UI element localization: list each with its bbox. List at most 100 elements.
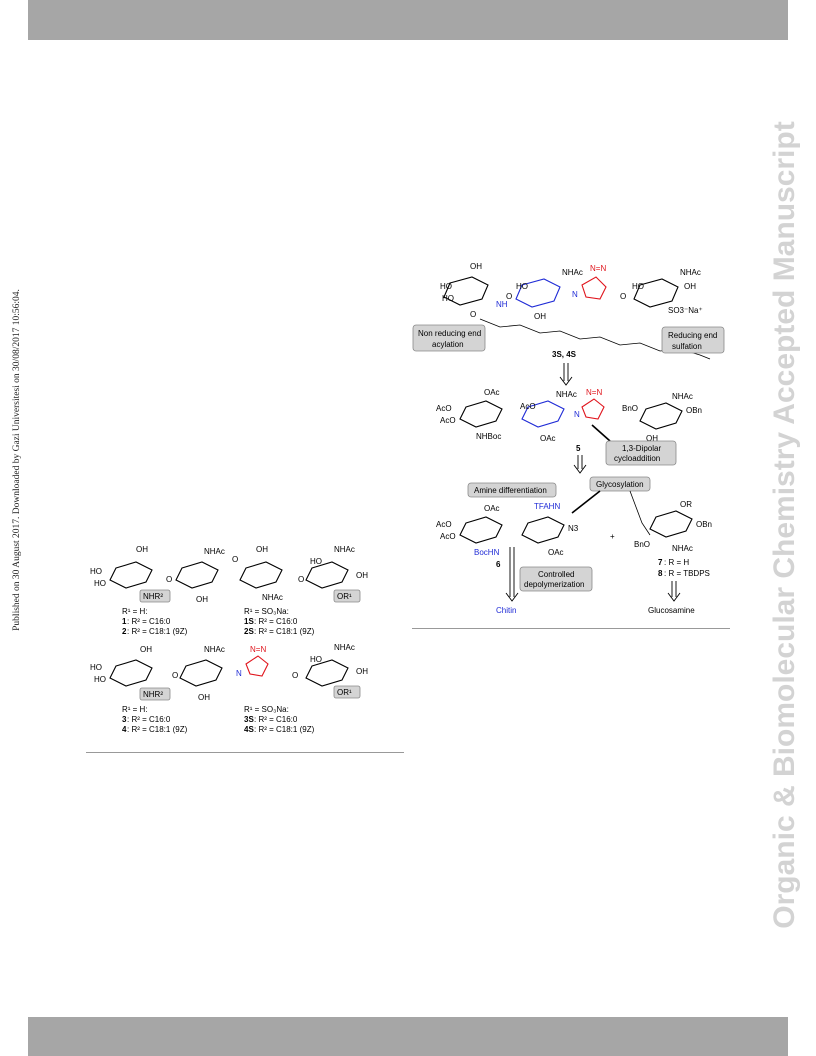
svg-text:3S, 4S: 3S, 4S: [552, 350, 577, 359]
svg-text:AcO: AcO: [520, 402, 536, 411]
svg-text:HO: HO: [440, 282, 452, 291]
svg-text:OR¹: OR¹: [337, 688, 352, 697]
svg-text:NHAc: NHAc: [680, 268, 701, 277]
triazole-analogue-3-4: OH HO HO NHR² NHAc O OH N=N N O NHAc HO …: [90, 643, 368, 702]
header-bar: [28, 0, 788, 40]
footer-bar: [28, 1017, 788, 1056]
svg-text:OAc: OAc: [540, 434, 556, 443]
glycosylation-box: [589, 476, 651, 492]
svg-text:N: N: [574, 410, 580, 419]
target-molecule-3s-4s: OH HO HO NH NHAc O HO OH N=N N NHAc HO O…: [412, 262, 725, 360]
svg-text:AcO: AcO: [436, 520, 452, 529]
svg-text:NHAc: NHAc: [562, 268, 583, 277]
svg-text:OAc: OAc: [484, 388, 500, 397]
svg-text:SO3⁻Na⁺: SO3⁻Na⁺: [668, 306, 703, 315]
svg-text:+: +: [610, 532, 615, 541]
fragment-7-8: OR OBn BnO NHAc 7 : R = H 8 : R = TBDPS …: [629, 490, 712, 615]
amine-differentiation-box: [467, 482, 557, 498]
svg-text:NHAc: NHAc: [262, 593, 283, 602]
svg-text:N=N: N=N: [250, 645, 266, 654]
intermediate-5: OAc AcO AcO NHBoc NHAc AcO OAc N=N N NHA…: [436, 388, 702, 466]
svg-text:NH: NH: [496, 300, 508, 309]
tetrasaccharide-1-2: OH HO HO NHR² NHAc OH O O NHAc OH O NHAc…: [90, 545, 368, 604]
svg-text:depolymerization: depolymerization: [524, 580, 584, 589]
svg-text:NHAc: NHAc: [204, 645, 225, 654]
svg-text:OAc: OAc: [548, 548, 564, 557]
svg-text:OH: OH: [684, 282, 696, 291]
svg-text:: R² = C18:1 (9Z): : R² = C18:1 (9Z): [127, 627, 188, 636]
svg-text:N: N: [572, 290, 578, 299]
dipolar-cycloaddition-box: [605, 440, 677, 466]
svg-text:AcO: AcO: [436, 404, 452, 413]
nonreducing-acylation-box: [412, 324, 486, 352]
svg-text:Reducing end: Reducing end: [668, 331, 717, 340]
svg-text:O: O: [298, 575, 304, 584]
svg-text:5: 5: [576, 444, 581, 453]
svg-text:NHAc: NHAc: [556, 390, 577, 399]
svg-text:Chitin: Chitin: [496, 606, 516, 615]
svg-text:: R² = C18:1 (9Z): : R² = C18:1 (9Z): [254, 725, 315, 734]
svg-text:OH: OH: [256, 545, 268, 554]
compound-figure: OH HO HO NHR² NHAc OH O O NHAc OH O NHAc…: [90, 545, 368, 734]
svg-text:3: 3: [122, 715, 127, 724]
svg-text:: R² = C18:1 (9Z): : R² = C18:1 (9Z): [127, 725, 188, 734]
svg-text:: R² = C18:1 (9Z): : R² = C18:1 (9Z): [254, 627, 315, 636]
svg-text:OBn: OBn: [686, 406, 702, 415]
svg-text:2S: 2S: [244, 627, 254, 636]
svg-text:sulfation: sulfation: [672, 342, 702, 351]
svg-text:1S: 1S: [244, 617, 254, 626]
svg-text:6: 6: [496, 560, 501, 569]
svg-text:Controlled: Controlled: [538, 570, 574, 579]
svg-text:NHBoc: NHBoc: [476, 432, 501, 441]
svg-text:O: O: [506, 292, 512, 301]
svg-text:N=N: N=N: [586, 388, 602, 397]
svg-text:1: 1: [122, 617, 127, 626]
legend-top: R¹ = H: 1 : R² = C16:0 2 : R² = C18:1 (9…: [122, 607, 315, 636]
svg-text:OH: OH: [196, 595, 208, 604]
svg-text:: R² = C16:0: : R² = C16:0: [127, 715, 171, 724]
svg-text:OH: OH: [136, 545, 148, 554]
svg-text:R¹ = H:: R¹ = H:: [122, 705, 148, 714]
svg-text:NHR²: NHR²: [143, 690, 163, 699]
svg-text:NHR²: NHR²: [143, 592, 163, 601]
svg-text:Non reducing end: Non reducing end: [418, 329, 481, 338]
svg-text:3S: 3S: [244, 715, 254, 724]
svg-text:HO: HO: [90, 663, 102, 672]
svg-text:: R = H: : R = H: [664, 558, 689, 567]
svg-text:7: 7: [658, 558, 663, 567]
svg-text:O: O: [166, 575, 172, 584]
legend-bottom: R¹ = H: 3 : R² = C16:0 4 : R² = C18:1 (9…: [122, 705, 315, 734]
svg-text:O: O: [292, 671, 298, 680]
svg-text:OR: OR: [680, 500, 692, 509]
svg-text:O: O: [470, 310, 476, 319]
svg-text:O: O: [620, 292, 626, 301]
svg-text:AcO: AcO: [440, 416, 456, 425]
svg-text:OH: OH: [356, 571, 368, 580]
svg-text:HO: HO: [442, 294, 454, 303]
svg-text:NHAc: NHAc: [672, 544, 693, 553]
svg-text:OBn: OBn: [696, 520, 712, 529]
svg-text:NHAc: NHAc: [334, 545, 355, 554]
svg-text:OAc: OAc: [484, 504, 500, 513]
svg-text:HO: HO: [516, 282, 528, 291]
svg-text:acylation: acylation: [432, 340, 464, 349]
svg-text:HO: HO: [310, 557, 322, 566]
svg-text:AcO: AcO: [440, 532, 456, 541]
svg-text:OH: OH: [198, 693, 210, 702]
svg-text:NHAc: NHAc: [672, 392, 693, 401]
svg-text:BnO: BnO: [622, 404, 638, 413]
svg-text:4S: 4S: [244, 725, 254, 734]
svg-text:OH: OH: [646, 434, 658, 443]
svg-text:R¹ = SO₃Na:: R¹ = SO₃Na:: [244, 705, 289, 714]
svg-text:: R² = C16:0: : R² = C16:0: [254, 715, 298, 724]
published-note: Published on 30 August 2017. Downloaded …: [12, 289, 22, 631]
svg-text:Amine differentiation: Amine differentiation: [474, 486, 547, 495]
svg-text:N3: N3: [568, 524, 579, 533]
svg-text:O: O: [232, 555, 238, 564]
svg-text:OH: OH: [470, 262, 482, 271]
svg-text:1,3-Dipolar: 1,3-Dipolar: [622, 444, 661, 453]
svg-text:: R² = C16:0: : R² = C16:0: [127, 617, 171, 626]
svg-text:BocHN: BocHN: [474, 548, 500, 557]
svg-text:HO: HO: [310, 655, 322, 664]
svg-text:OH: OH: [140, 645, 152, 654]
